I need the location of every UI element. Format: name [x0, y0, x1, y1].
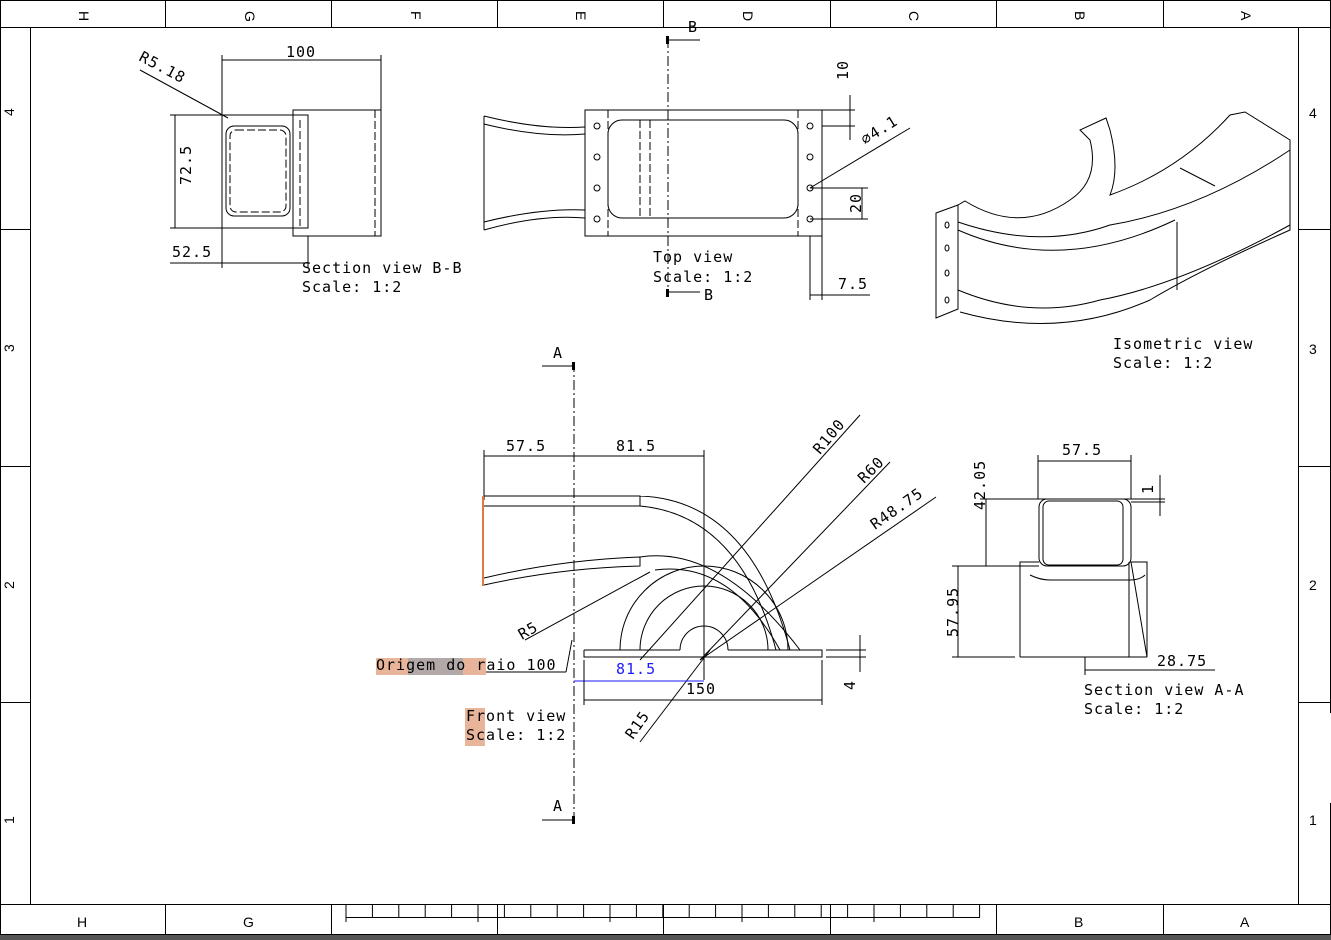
clipped-region [1300, 713, 1331, 803]
isometric-view[interactable]: Isometric view Scale: 1:2 [935, 111, 1291, 372]
dim-aa-lower: 57.95 [944, 587, 962, 637]
dim-front-57-5: 57.5 [506, 437, 546, 455]
zone-col-bottom-g: G [243, 914, 254, 930]
dim-front-4: 4 [841, 680, 859, 690]
dim-top-7-5: 7.5 [838, 275, 868, 293]
section-view-bb[interactable]: 100 72.5 R5.18 52.5 Section view B-B Sca… [136, 43, 462, 296]
dim-front-150: 150 [686, 680, 716, 698]
dim-front-81-5: 81.5 [616, 437, 656, 455]
dim-top-20: 20 [847, 193, 865, 213]
scale-ruler [345, 905, 981, 922]
zone-row-right-2: 2 [1309, 577, 1317, 593]
dim-aa-wall: 1 [1139, 484, 1157, 494]
dim-top-10: 10 [834, 60, 852, 80]
zone-col-top-c: C [906, 11, 922, 21]
dim-front-blue-81-5[interactable]: 81.5 [616, 660, 656, 678]
front-cut-label-lower: A [553, 797, 563, 815]
front-view[interactable]: A A 57.5 81.5 R100 R60 R48.75 R5 R15 81.… [376, 344, 937, 825]
top-view-scale: Scale: 1:2 [653, 268, 753, 286]
zone-col-top-h: H [76, 11, 92, 21]
note-origem-raio[interactable]: Origem do raio 100 [376, 656, 557, 674]
zone-col-bottom-b: B [1074, 914, 1083, 930]
zone-row-right-3: 3 [1309, 341, 1317, 357]
top-cut-label-upper: B [688, 18, 698, 36]
top-cut-label-lower: B [704, 286, 714, 304]
front-view-scale: Scale: 1:2 [466, 726, 566, 744]
section-aa-title: Section view A-A [1084, 681, 1245, 699]
zone-labels: H G F E D C B A H G B A 4 3 2 1 4 3 2 1 [1, 11, 1317, 930]
dim-bb-radius: R5.18 [136, 48, 189, 87]
dim-aa-upper: 42.05 [971, 460, 989, 510]
dim-bb-width: 100 [286, 43, 316, 61]
dim-front-r48-75: R48.75 [867, 484, 927, 533]
window-bottom-bar [0, 935, 1331, 940]
zone-col-top-g: G [242, 11, 258, 22]
section-bb-scale: Scale: 1:2 [302, 278, 402, 296]
zone-col-bottom-a: A [1240, 914, 1250, 930]
zone-col-top-f: F [408, 11, 424, 20]
isometric-scale: Scale: 1:2 [1113, 354, 1213, 372]
note-highlight-gradient [408, 658, 463, 675]
section-view-aa[interactable]: 57.5 42.05 57.95 1 28.75 Section view A-… [944, 441, 1245, 718]
dim-bb-offset: 52.5 [172, 243, 212, 261]
dim-front-r60: R60 [854, 453, 888, 487]
zone-row-right-1: 1 [1309, 812, 1317, 828]
zone-row-left-3: 3 [1, 344, 17, 352]
zone-col-top-d: D [740, 11, 756, 21]
zone-col-top-e: E [573, 11, 589, 20]
title-highlight [465, 708, 485, 746]
zone-col-top-b: B [1072, 11, 1088, 20]
top-view-title: Top view [653, 248, 733, 266]
front-view-title: Front view [466, 707, 566, 725]
top-view[interactable]: B B 10 ∅4.1 20 7.5 Top view Scale: 1:2 [483, 18, 911, 304]
zone-col-bottom-h: H [77, 914, 87, 930]
zone-row-left-1: 1 [1, 816, 17, 824]
dim-top-hole: ∅4.1 [858, 112, 902, 149]
isometric-title: Isometric view [1113, 335, 1253, 353]
dim-front-r15: R15 [622, 707, 654, 742]
zone-col-top-a: A [1238, 11, 1254, 21]
dim-front-r100: R100 [809, 415, 849, 457]
section-bb-title: Section view B-B [302, 259, 463, 277]
section-aa-scale: Scale: 1:2 [1084, 700, 1184, 718]
dim-aa-half: 28.75 [1157, 652, 1207, 670]
dim-aa-width: 57.5 [1062, 441, 1102, 459]
zone-row-left-4: 4 [1, 108, 17, 116]
zone-row-left-2: 2 [1, 581, 17, 589]
dim-bb-height: 72.5 [177, 145, 195, 185]
zone-row-right-4: 4 [1309, 105, 1317, 121]
dim-front-r5: R5 [515, 618, 541, 644]
front-cut-label-upper: A [553, 344, 563, 362]
